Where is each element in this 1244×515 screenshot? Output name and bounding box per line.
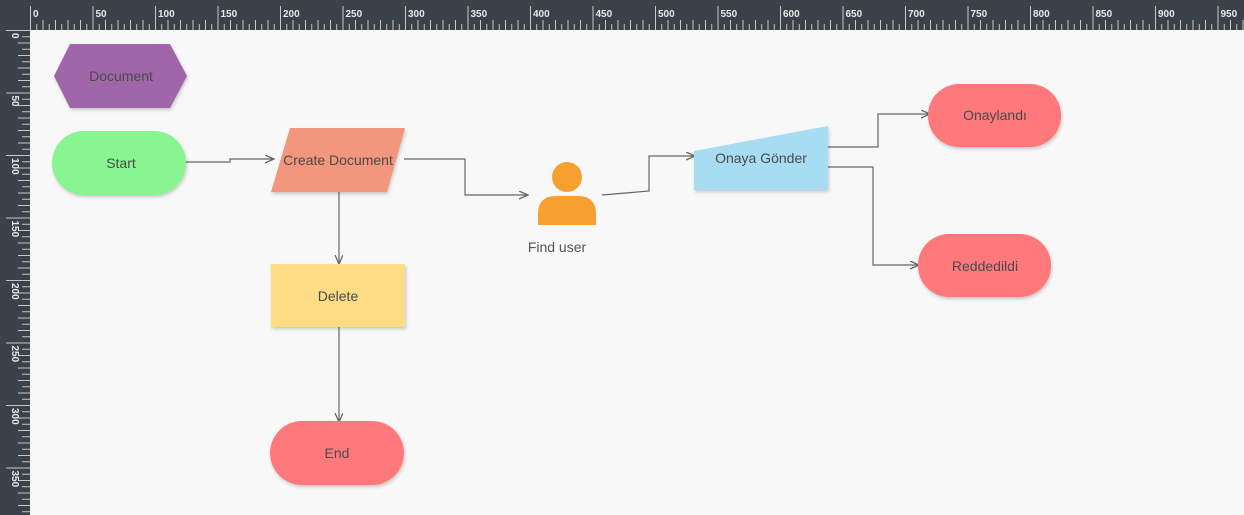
start-terminator-shape (52, 131, 186, 195)
connector-onaya-to-reddedildi[interactable] (828, 166, 918, 265)
delete-label: Delete (318, 288, 359, 304)
reddedildi-terminator-shape (918, 234, 1051, 297)
node-onaya-gonder[interactable]: Onaya Gönder (694, 126, 828, 190)
ruler-left-label: 300 (9, 408, 20, 425)
ruler-top-label: 50 (96, 9, 108, 20)
ruler-top-label: 600 (783, 9, 800, 20)
delete-process-shape (271, 264, 405, 327)
onaylandi-label: Onaylandı (963, 107, 1027, 123)
ruler-top: 0 50 100 150 200 250 300 350 400 450 500 550 600 650 7… (30, 0, 1244, 31)
ruler-top-svg: 0 50 100 150 200 250 300 350 400 450 500 550 600 650 7… (30, 6, 1244, 30)
ruler-left-label: 200 (9, 283, 20, 300)
ruler-left-label: 150 (9, 221, 20, 238)
ruler-top-label: 950 (1221, 9, 1238, 20)
create-document-parallelogram-shape (271, 128, 405, 192)
node-onaylandi[interactable]: Onaylandı (928, 84, 1061, 147)
ruler-left: 0 50 100 150 200 250 300 350 (0, 30, 31, 515)
node-create-document[interactable]: Create Document (271, 128, 405, 192)
ruler-top-label: 800 (1033, 9, 1050, 20)
ruler-left-label: 250 (9, 346, 20, 363)
ruler-top-label: 350 (471, 9, 488, 20)
ruler-left-svg: 0 50 100 150 200 250 300 350 (6, 30, 30, 513)
ruler-top-label: 500 (658, 9, 675, 20)
ruler-top-label: 0 (33, 9, 39, 20)
connector-start-to-create[interactable] (186, 159, 273, 162)
ruler-top-label: 900 (1158, 9, 1175, 20)
node-reddedildi[interactable]: Reddedildi (918, 234, 1051, 297)
ruler-top-label: 450 (596, 9, 613, 20)
diagram-svg[interactable]: Document Start Create Document Delete En… (30, 30, 1244, 515)
ruler-top-label: 300 (408, 9, 425, 20)
document-hexagon-shape (54, 44, 187, 108)
onaya-gonder-manual-input-shape (694, 126, 828, 190)
node-find-user[interactable]: Find user (528, 162, 596, 255)
ruler-left-label: 50 (9, 96, 20, 108)
document-label: Document (89, 68, 153, 84)
node-start[interactable]: Start (52, 131, 186, 195)
connector-create-to-find-user[interactable] (404, 158, 527, 195)
ruler-top-label: 700 (908, 9, 925, 20)
end-terminator-shape (270, 421, 404, 485)
user-icon (538, 162, 596, 225)
reddedildi-label: Reddedildi (952, 258, 1018, 274)
node-end[interactable]: End (270, 421, 404, 485)
connector-find-user-to-onaya[interactable] (601, 156, 694, 196)
find-user-label: Find user (528, 239, 587, 255)
ruler-top-label: 400 (533, 9, 550, 20)
ruler-top-label: 100 (158, 9, 175, 20)
ruler-top-label: 650 (846, 9, 863, 20)
ruler-left-label: 0 (9, 33, 20, 39)
ruler-corner (0, 0, 30, 30)
onaylandi-terminator-shape (928, 84, 1061, 147)
connectors (186, 114, 929, 421)
ruler-top-label: 550 (721, 9, 738, 20)
ruler-top-label: 750 (971, 9, 988, 20)
ruler-left-label: 350 (9, 471, 20, 488)
connector-onaya-to-onaylandi[interactable] (828, 114, 929, 148)
onaya-gonder-label: Onaya Gönder (715, 150, 807, 166)
create-document-label: Create Document (283, 152, 393, 168)
ruler-top-label: 850 (1096, 9, 1113, 20)
node-document[interactable]: Document (54, 44, 187, 108)
ruler-left-label: 100 (9, 158, 20, 175)
end-label: End (325, 445, 350, 461)
ruler-top-label: 250 (346, 9, 363, 20)
node-delete[interactable]: Delete (271, 264, 405, 327)
ruler-top-label: 150 (221, 9, 238, 20)
start-label: Start (106, 155, 136, 171)
ruler-top-label: 200 (283, 9, 300, 20)
diagram-canvas[interactable]: Document Start Create Document Delete En… (30, 30, 1244, 515)
